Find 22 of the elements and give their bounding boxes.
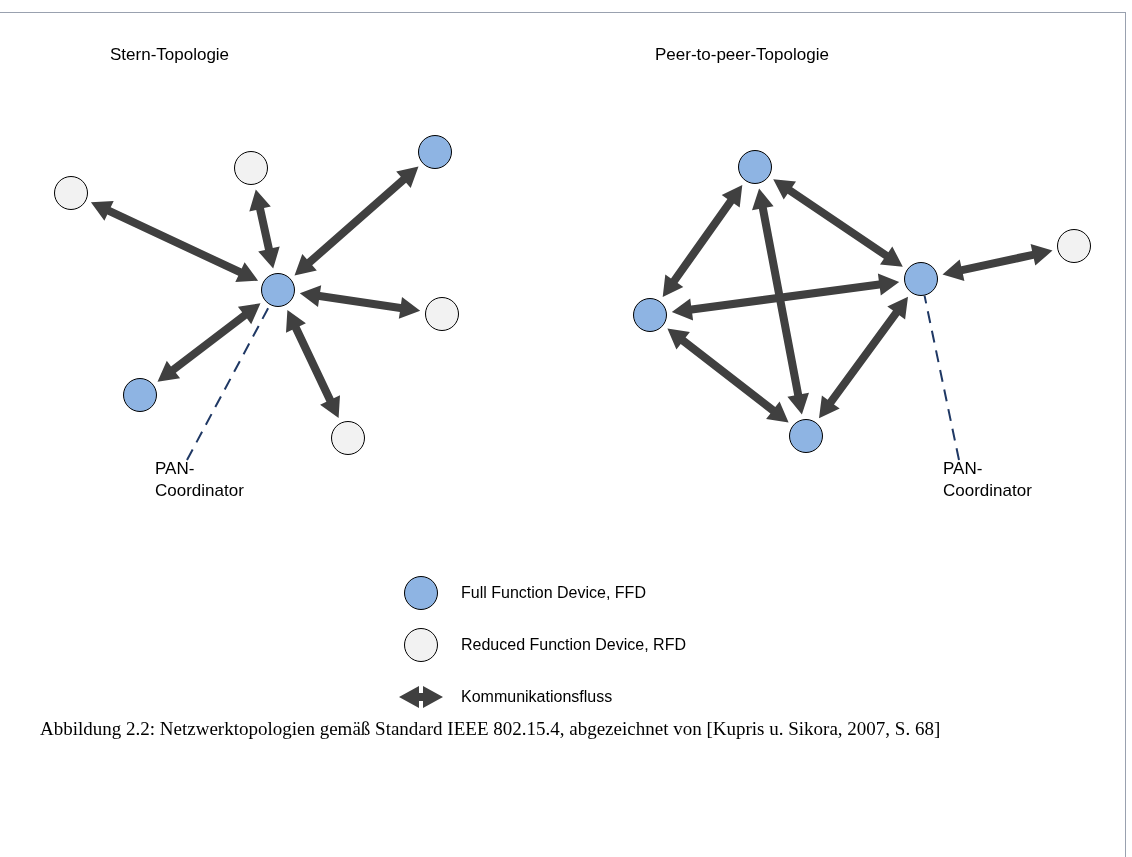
legend-label: Full Function Device, FFD	[461, 583, 646, 603]
double-arrow	[942, 244, 1053, 281]
caption: Abbildung 2.2: Netzwerktopologien gemäß Standard IEEE 802.15.4, abgezeichnet von [Kupris u. Sikora, 2007, S. 68]	[40, 717, 942, 741]
double-arrow	[773, 179, 903, 267]
double-arrow	[819, 296, 908, 419]
double-arrow	[752, 188, 809, 415]
topology-title: Peer-to-peer-Topologie	[655, 44, 829, 66]
double-arrow	[662, 184, 743, 298]
double-arrow	[299, 285, 421, 319]
topology-title: Stern-Topologie	[110, 44, 230, 66]
coordinator-label: PAN- Coordinator	[943, 458, 1053, 502]
double-arrow	[249, 189, 280, 269]
coordinator-label: PAN- Coordinator	[155, 458, 265, 502]
double-arrow	[157, 303, 261, 382]
legend-label: Kommunikationsfluss	[461, 687, 613, 707]
double-arrow	[667, 328, 789, 423]
double-arrow	[294, 166, 419, 276]
legend-label: Reduced Function Device, RFD	[461, 635, 686, 655]
double-arrow	[286, 309, 340, 419]
leader-line	[923, 294, 960, 461]
double-arrow	[90, 200, 259, 283]
double-arrow	[671, 273, 900, 321]
